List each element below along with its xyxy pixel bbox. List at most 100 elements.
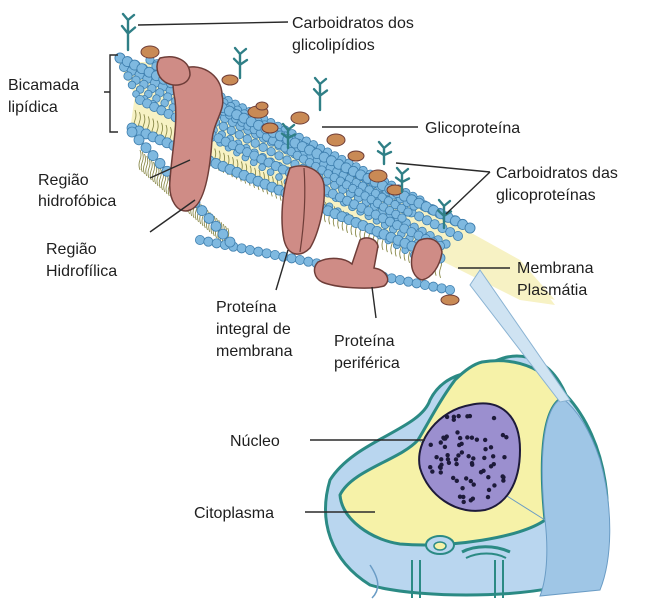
surface-protein — [387, 185, 403, 195]
chromatin-dot — [452, 415, 456, 419]
leader-bilayer-bracket — [104, 55, 118, 132]
lipid-tail — [146, 156, 148, 176]
chromatin-dot — [451, 476, 455, 480]
cell-cut-face — [540, 398, 610, 596]
carbohydrate-chain — [122, 14, 135, 50]
chromatin-dot — [501, 478, 505, 482]
chromatin-dot — [457, 443, 461, 447]
chromatin-dot — [491, 454, 495, 458]
carbohydrate-chain — [314, 78, 327, 110]
phospholipid-head — [267, 147, 275, 155]
chromatin-dot — [439, 440, 443, 444]
phospholipid-head — [295, 255, 304, 264]
chromatin-dot — [443, 445, 447, 449]
chromatin-dot — [470, 436, 474, 440]
phospholipid-head — [465, 223, 475, 233]
phospholipid-head — [245, 245, 254, 254]
surface-protein — [369, 170, 387, 182]
chromatin-dot — [456, 414, 460, 418]
phospholipid-head — [287, 254, 296, 263]
label-membrane-2: Plasmátia — [517, 282, 587, 299]
phospholipid-head — [227, 126, 235, 134]
label-integral-2: integral de — [216, 321, 291, 338]
chromatin-dot — [482, 456, 486, 460]
chromatin-dot — [486, 475, 490, 479]
phospholipid-head — [283, 156, 291, 164]
integral-protein-right — [411, 239, 442, 281]
phospholipid-head — [124, 72, 132, 80]
chromatin-dot — [456, 453, 460, 457]
leader-hydrophilic — [150, 200, 195, 232]
chromatin-dot — [469, 479, 473, 483]
chromatin-dot — [454, 462, 458, 466]
chromatin-dot — [470, 461, 474, 465]
chromatin-dot — [466, 454, 470, 458]
lipid-tail — [141, 152, 143, 172]
label-cytoplasm: Citoplasma — [194, 505, 274, 522]
lipid-tail — [144, 154, 146, 174]
phospholipid-head — [237, 244, 246, 253]
cell — [326, 356, 610, 598]
chromatin-dot — [454, 457, 458, 461]
phospholipid-head — [243, 135, 251, 143]
phospholipid-head — [197, 206, 207, 216]
phospholipid-head — [445, 285, 454, 294]
surface-protein — [348, 151, 364, 161]
chromatin-dot — [487, 488, 491, 492]
label-glycoprotein: Glicoproteína — [425, 120, 520, 137]
leader-carb-lipid — [138, 22, 288, 25]
phospholipid-head — [395, 275, 404, 284]
phospholipid-head — [275, 152, 283, 160]
lipid-tail — [153, 162, 155, 182]
label-hydrophilic-1: Região — [46, 241, 97, 258]
chromatin-dot — [465, 435, 469, 439]
phospholipid-head — [437, 284, 446, 293]
integral-protein-channel — [282, 166, 324, 254]
chromatin-dot — [489, 445, 493, 449]
chromatin-dot — [460, 450, 464, 454]
surface-protein — [256, 102, 268, 110]
label-hydrophobic-2: hidrofóbica — [38, 193, 116, 210]
phospholipid-head — [304, 257, 313, 266]
phospholipid-head — [128, 81, 136, 89]
label-carb-lipid-1: Carboidratos dos — [292, 15, 414, 32]
label-integral-3: membrana — [216, 343, 293, 360]
chromatin-dot — [492, 416, 496, 420]
lipid-tail — [166, 174, 168, 194]
phospholipid-head — [276, 174, 283, 181]
leader-peripheral — [372, 287, 376, 318]
phospholipid-head — [148, 151, 158, 161]
chromatin-dot — [471, 496, 475, 500]
phospholipid-head — [262, 249, 271, 258]
phospholipid-head — [412, 279, 421, 288]
chromatin-dot — [461, 495, 465, 499]
chromatin-dot — [501, 433, 505, 437]
chromatin-dot — [479, 470, 483, 474]
label-membrane-1: Membrana — [517, 260, 594, 277]
lipid-tail — [159, 168, 161, 188]
label-peripheral-1: Proteína — [334, 333, 395, 350]
label-hydrophilic-2: Hidrofílica — [46, 263, 117, 280]
label-hydrophobic-1: Região — [38, 172, 89, 189]
chromatin-dot — [429, 443, 433, 447]
chromatin-dot — [441, 436, 445, 440]
phospholipid-head — [204, 213, 214, 223]
phospholipid-head — [212, 239, 221, 248]
phospholipid-head — [155, 158, 165, 168]
lipid-tail — [139, 150, 141, 170]
label-carb-protein-2: glicoproteínas — [496, 187, 596, 204]
phospholipid-head — [387, 274, 396, 283]
chromatin-dot — [483, 438, 487, 442]
phospholipid-head — [259, 143, 267, 151]
leader-carb-protein-1 — [396, 163, 490, 172]
phospholipid-head — [420, 280, 429, 289]
lipid-tail — [157, 166, 159, 186]
phospholipid-head — [219, 122, 227, 130]
phospholipid-head — [453, 231, 462, 240]
chromatin-dot — [455, 430, 459, 434]
chromatin-dot — [439, 457, 443, 461]
chromatin-dot — [434, 455, 438, 459]
phospholipid-head — [225, 237, 235, 247]
phospholipid-head — [195, 235, 204, 244]
phospholipid-head — [218, 229, 228, 239]
